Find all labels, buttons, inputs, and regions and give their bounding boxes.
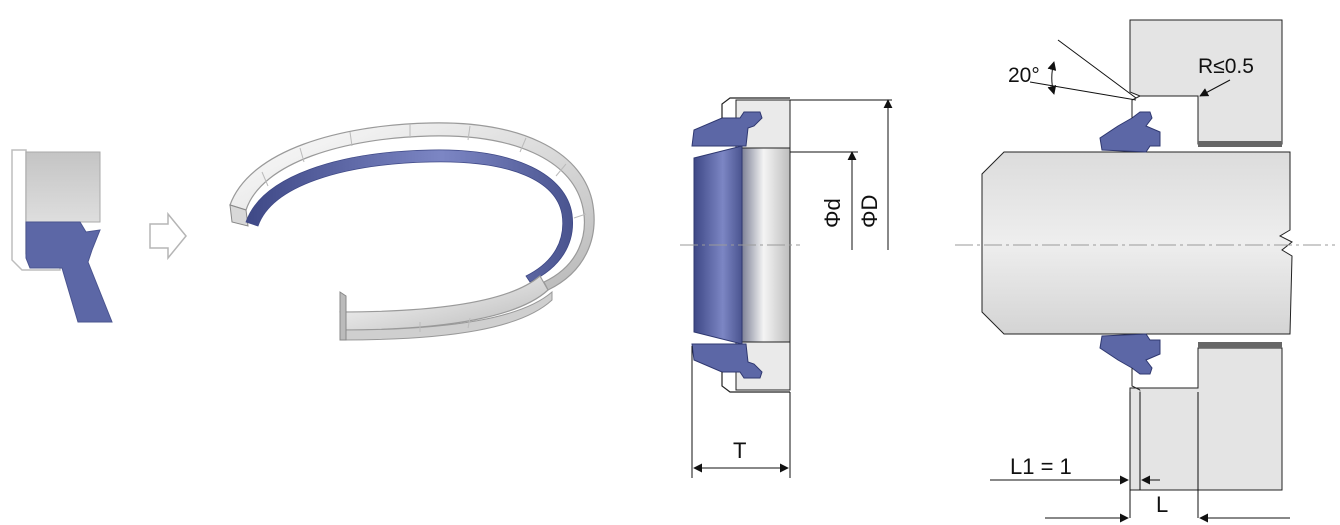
installed-seal-frame-top xyxy=(1131,95,1141,118)
shaft xyxy=(981,151,1293,335)
label-length-L: L xyxy=(1156,492,1168,517)
installed-seal-frame-bottom xyxy=(1131,368,1141,391)
angle-horizontal-ref xyxy=(1029,81,1137,101)
housing-lower xyxy=(1129,347,1283,491)
angle-arc xyxy=(1047,61,1057,95)
housing-upper xyxy=(1129,19,1283,145)
seal-profile-top xyxy=(691,111,763,147)
ring-end-face-lower xyxy=(339,291,347,341)
label-offset-L1: L1 = 1 xyxy=(1010,454,1072,479)
ring-band-bottom-face xyxy=(341,290,553,341)
label-radius: R≤0.5 xyxy=(1198,55,1254,78)
seal-profile-section xyxy=(11,149,113,323)
seal-frame-bottom xyxy=(721,372,790,393)
angle-chamfer-line xyxy=(1057,39,1137,99)
label-inner-diameter: Φd xyxy=(820,198,845,228)
ring-segment-lines xyxy=(261,124,587,332)
ring-band-top xyxy=(229,122,595,291)
seal-profile xyxy=(25,221,113,323)
label-angle: 20° xyxy=(1008,64,1040,87)
seal-profile-bottom xyxy=(691,343,763,379)
ring-seal-lip xyxy=(245,149,574,283)
installed-seal-bottom xyxy=(1099,333,1161,375)
seal-ring-3d xyxy=(229,122,595,341)
installed-seal-top xyxy=(1099,111,1161,153)
installation-view xyxy=(955,19,1335,523)
ring-band-bottom xyxy=(339,275,549,331)
label-width-T: T xyxy=(733,438,746,463)
housing-block xyxy=(25,151,101,223)
label-outer-diameter: ΦD xyxy=(857,195,882,228)
ring-end-face xyxy=(229,204,249,227)
dimension-section-view xyxy=(680,97,893,478)
radius-leader xyxy=(1199,79,1231,97)
hollow-right-arrow-icon xyxy=(149,211,187,261)
seal-frame-top xyxy=(721,97,790,118)
